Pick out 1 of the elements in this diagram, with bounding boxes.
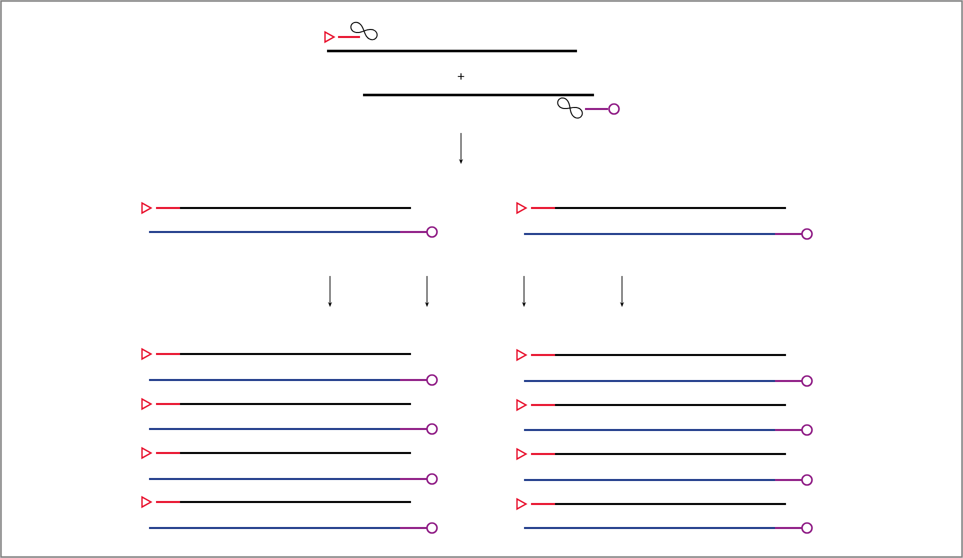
plus-sign: + [458, 73, 464, 80]
